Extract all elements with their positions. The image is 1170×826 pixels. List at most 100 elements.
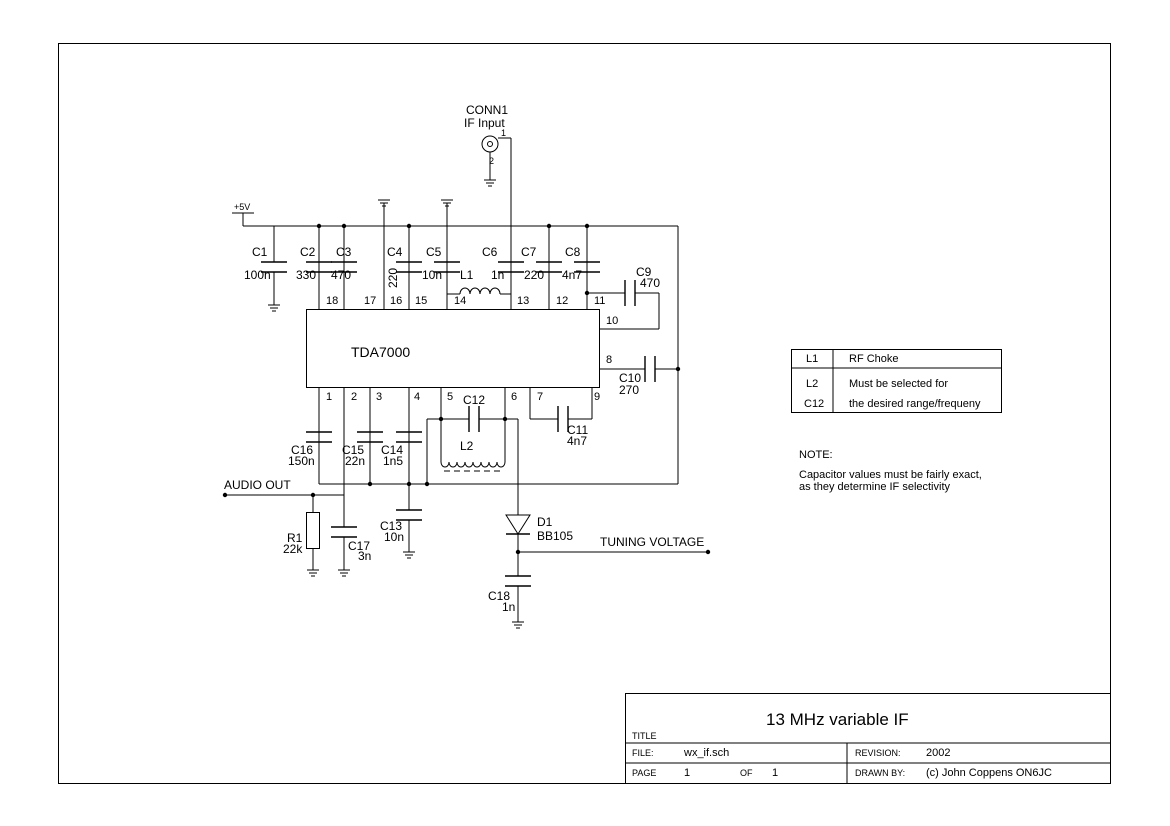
c15-value: 22n bbox=[345, 454, 365, 468]
c7-value: 220 bbox=[524, 268, 544, 282]
c12-ref: C12 bbox=[463, 393, 485, 407]
if-input-connector: CONN1 IF Input 1 2 bbox=[464, 103, 511, 180]
c3-ref: C3 bbox=[336, 245, 352, 259]
ic-tda7000: TDA7000 18 17 16 15 14 13 12 11 10 8 1 2… bbox=[306, 138, 618, 527]
symbol-layer bbox=[222, 179, 711, 629]
c16-value: 150n bbox=[288, 454, 315, 468]
capacitor-c13: C13 10n bbox=[380, 484, 410, 552]
r1-ref: R1 bbox=[287, 531, 303, 545]
pin-9: 9 bbox=[594, 391, 600, 403]
audio-out-label: AUDIO OUT bbox=[224, 478, 291, 492]
c2-ref: C2 bbox=[300, 245, 316, 259]
c6-value: 1n bbox=[491, 268, 504, 282]
c4-ref: C4 bbox=[387, 245, 403, 259]
tank-c12-l2: C12 L2 bbox=[426, 393, 519, 515]
pin-10: 10 bbox=[606, 315, 618, 327]
audio-out-network: AUDIO OUT R1 22k C17 3n bbox=[224, 478, 371, 570]
revision-label: REVISION: bbox=[855, 748, 901, 758]
capacitor-c8: C8 4n7 bbox=[562, 245, 582, 282]
file-name: wx_if.sch bbox=[683, 747, 729, 759]
capacitor-c7: C7 220 bbox=[521, 245, 544, 282]
c11-ref: C11 bbox=[567, 423, 588, 437]
capacitor-c4: C4 220 bbox=[386, 245, 403, 288]
junction-dot-3 bbox=[546, 223, 552, 229]
pin-2: 2 bbox=[351, 391, 357, 403]
bottom-rail bbox=[318, 478, 679, 485]
c16-ref: C16 bbox=[291, 443, 313, 457]
c1-ref: C1 bbox=[252, 245, 268, 259]
capacitor-c9: C9 470 bbox=[587, 265, 660, 330]
junction-dot-0 bbox=[316, 223, 322, 229]
c18-value: 1n bbox=[502, 600, 515, 614]
junction-dot-8 bbox=[502, 416, 508, 422]
pin-12: 12 bbox=[556, 295, 568, 307]
c2-value: 330 bbox=[296, 268, 316, 282]
page-value: 1 bbox=[684, 767, 690, 779]
c1-value: 100n bbox=[244, 268, 271, 282]
connector-pin1: 1 bbox=[501, 128, 506, 138]
c15-ref: C15 bbox=[342, 443, 364, 457]
c6-ref: C6 bbox=[482, 245, 498, 259]
note-line-1: Capacitor values must be fairly exact, bbox=[799, 469, 982, 481]
capacitor-c14: C14 1n5 bbox=[381, 443, 403, 468]
ic-name: TDA7000 bbox=[351, 344, 410, 360]
l1-ref: L1 bbox=[460, 268, 474, 282]
parts-table-desc-0: RF Choke bbox=[849, 353, 899, 365]
c14-ref: C14 bbox=[381, 443, 403, 457]
connector-name: IF Input bbox=[464, 116, 505, 130]
choke-l1: L1 bbox=[447, 268, 511, 295]
pin-6: 6 bbox=[511, 391, 517, 403]
c8-ref: C8 bbox=[565, 245, 581, 259]
capacitor-c1: C1 100n bbox=[244, 226, 275, 305]
c7-ref: C7 bbox=[521, 245, 537, 259]
title-label: TITLE bbox=[632, 731, 657, 741]
parts-table: L1 RF Choke L2 Must be selected for C12 … bbox=[791, 349, 1002, 413]
note-line-2: as they determine IF selectivity bbox=[799, 481, 951, 493]
c9-value: 470 bbox=[640, 276, 660, 290]
parts-table-ref-1: L2 bbox=[806, 378, 818, 390]
capacitor-c10: C10 270 bbox=[600, 368, 678, 397]
d1-ref: D1 bbox=[537, 515, 553, 529]
c10-ref: C10 bbox=[619, 371, 641, 385]
pin-7: 7 bbox=[537, 391, 543, 403]
revision-value: 2002 bbox=[926, 747, 950, 759]
c14-value: 1n5 bbox=[383, 454, 403, 468]
d1-value: BB105 bbox=[537, 529, 573, 543]
c5-ref: C5 bbox=[426, 245, 442, 259]
junction-dot-4 bbox=[584, 223, 590, 229]
junction-dot-2 bbox=[406, 223, 412, 229]
pin-4: 4 bbox=[414, 391, 420, 403]
capacitor-c2: C2 330 bbox=[296, 245, 316, 282]
capacitor-c18: C18 1n bbox=[488, 586, 519, 622]
c17-ref: C17 bbox=[348, 539, 370, 553]
pin-13: 13 bbox=[517, 295, 529, 307]
drawn-by-label: DRAWN BY: bbox=[855, 768, 905, 778]
sheet-title: 13 MHz variable IF bbox=[766, 710, 909, 729]
parts-table-desc-2: the desired range/frequeny bbox=[849, 398, 981, 410]
pin-18: 18 bbox=[326, 295, 338, 307]
junction-dot-9 bbox=[367, 481, 373, 487]
pin-15: 15 bbox=[415, 295, 427, 307]
junction-dot-1 bbox=[341, 223, 347, 229]
c13-ref: C13 bbox=[380, 519, 402, 533]
junction-dot-7 bbox=[438, 416, 444, 422]
drawn-by-value: (c) John Coppens ON6JC bbox=[926, 767, 1052, 779]
junction-dot-5 bbox=[584, 290, 590, 296]
connector-ref: CONN1 bbox=[466, 103, 508, 117]
c4-value: 220 bbox=[386, 268, 400, 288]
supply-label: +5V bbox=[234, 202, 250, 212]
pin-8: 8 bbox=[606, 354, 612, 366]
pin-16: 16 bbox=[390, 295, 402, 307]
c11-value: 4n7 bbox=[567, 434, 587, 448]
c18-ref: C18 bbox=[488, 589, 510, 603]
parts-table-ref-0: L1 bbox=[806, 353, 818, 365]
capacitor-c11: C11 4n7 bbox=[530, 400, 593, 448]
supply-rail: +5V bbox=[232, 202, 679, 478]
c3-value: 470 bbox=[331, 268, 351, 282]
parts-table-ref-2: C12 bbox=[804, 398, 824, 410]
junction-dot-10 bbox=[406, 481, 412, 487]
c8-value: 4n7 bbox=[562, 268, 582, 282]
junction-dot-15 bbox=[705, 549, 711, 555]
title-block: 13 MHz variable IF TITLE FILE: wx_if.sch… bbox=[625, 693, 1111, 784]
c9-ref: C9 bbox=[636, 265, 652, 279]
